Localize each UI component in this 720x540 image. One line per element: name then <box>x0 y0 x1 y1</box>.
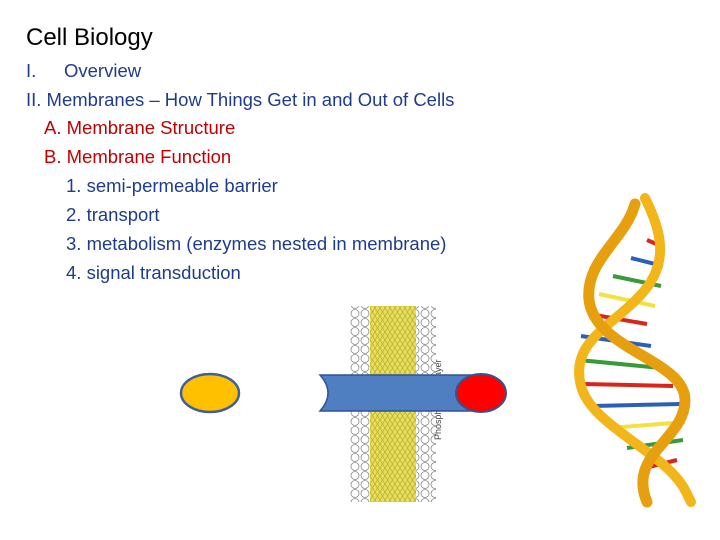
outline-item-number: I. <box>26 60 37 81</box>
dna-helix-figure <box>574 193 696 508</box>
channel-protein <box>318 374 481 412</box>
receptor-site <box>455 373 507 413</box>
dna-strand-front <box>583 198 691 508</box>
slide-title: Cell Biology <box>26 24 153 51</box>
membrane-transport-figure: Phospholipid bilayer <box>179 306 507 502</box>
transport-molecule <box>179 372 241 414</box>
outline-sub-function: B. Membrane Function <box>44 146 232 167</box>
function-point: 1. semi-permeable barrier <box>66 175 278 196</box>
outline-item-overview: I. Overview <box>26 60 142 81</box>
outline-item-text: Overview <box>64 60 142 81</box>
function-point: 3. metabolism (enzymes nested in membran… <box>66 233 447 254</box>
function-point: 4. signal transduction <box>66 262 241 283</box>
outline-item-membranes: II. Membranes – How Things Get in and Ou… <box>26 89 455 110</box>
dna-strand-back <box>574 193 696 507</box>
function-point: 2. transport <box>66 204 160 225</box>
outline-sub-structure: A. Membrane Structure <box>44 117 236 138</box>
